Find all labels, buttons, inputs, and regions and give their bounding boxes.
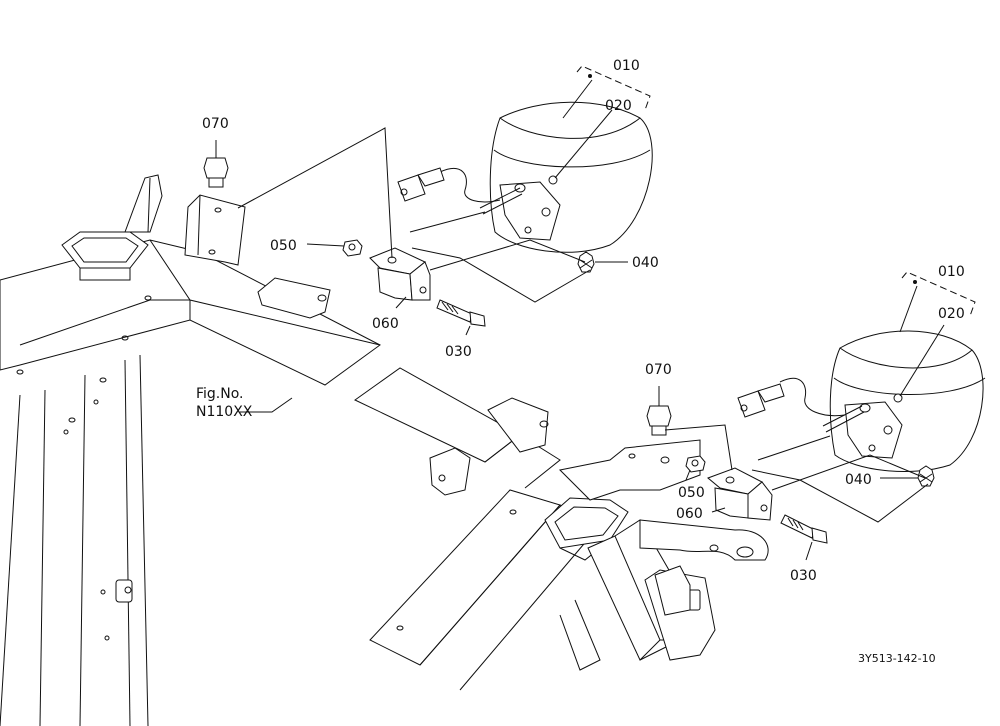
bracket-060-right	[707, 467, 773, 521]
nut-050-left	[342, 239, 363, 257]
bolt-030-right	[780, 514, 828, 544]
bracket-060-left	[369, 247, 431, 301]
assembly-lines-left	[237, 127, 591, 303]
callout-010-right: 010	[938, 264, 965, 280]
callout-030-right: 030	[790, 568, 817, 584]
callout-070-right: 070	[645, 362, 672, 378]
callout-030-left: 030	[445, 344, 472, 360]
callout-010-left: 010	[613, 58, 640, 74]
callout-070-left: 070	[202, 116, 229, 132]
callout-060-right: 060	[676, 506, 703, 522]
work-lamp-left	[397, 101, 653, 253]
bolt-070-right	[646, 386, 672, 436]
washer-040-right	[917, 465, 935, 487]
callout-050-left: 050	[270, 238, 297, 254]
washer-040-left	[577, 251, 595, 273]
drawing-code: 3Y513-142-10	[858, 652, 936, 665]
nut-050-right	[685, 455, 706, 473]
callout-020-left: 020	[605, 98, 632, 114]
right-frame	[354, 367, 769, 691]
bolt-030-left	[436, 299, 486, 327]
left-frame	[0, 174, 381, 726]
callout-040-left: 040	[632, 255, 659, 271]
fig-no-label: Fig.No.	[196, 386, 244, 402]
bolt-070-left	[203, 140, 229, 188]
fig-no-value: N110XX	[196, 404, 253, 420]
callout-040-right: 040	[845, 472, 872, 488]
assembly-lines-right	[664, 424, 929, 523]
work-lamp-right	[737, 330, 986, 473]
callout-060-left: 060	[372, 316, 399, 332]
callout-020-right: 020	[938, 306, 965, 322]
callout-leaders	[306, 65, 976, 561]
callout-050-right: 050	[678, 485, 705, 501]
